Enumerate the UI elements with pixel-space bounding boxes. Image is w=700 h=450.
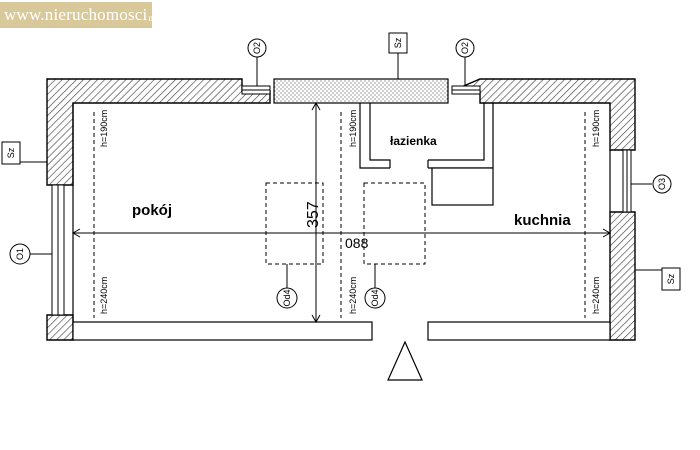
ceiling-height-lines bbox=[93, 112, 586, 318]
svg-text:O2: O2 bbox=[252, 42, 262, 54]
height-label-240-left: h=240cm bbox=[99, 277, 109, 314]
svg-text:Sz: Sz bbox=[666, 273, 676, 284]
bottom-walls bbox=[72, 321, 611, 341]
left-window bbox=[51, 184, 65, 316]
roof-windows bbox=[265, 182, 426, 265]
height-label-240-middle: h=240cm bbox=[348, 277, 358, 314]
interior-outline bbox=[72, 103, 611, 322]
svg-text:Od4: Od4 bbox=[282, 289, 292, 306]
tag-od4-right: Od4 bbox=[364, 287, 386, 309]
watermark-logo: www.nieruchomosci m2.eu bbox=[0, 2, 171, 28]
height-label-190-left: h=190cm bbox=[99, 110, 109, 147]
room-label-kitchen: kuchnia bbox=[514, 212, 571, 229]
bathroom-walls bbox=[359, 103, 494, 206]
tag-o1: O1 bbox=[9, 243, 31, 265]
dimension-depth-label: 357 bbox=[305, 201, 322, 228]
svg-text:Od4: Od4 bbox=[370, 289, 380, 306]
height-label-190-right: h=190cm bbox=[591, 110, 601, 147]
tag-sz-right: Sz bbox=[661, 267, 681, 291]
entrance-triangle bbox=[387, 340, 423, 381]
room-label-living: pokój bbox=[132, 202, 172, 219]
svg-text:Sz: Sz bbox=[6, 147, 16, 158]
tag-leaders bbox=[20, 53, 662, 288]
height-label-240-right: h=240cm bbox=[591, 277, 601, 314]
svg-text:O3: O3 bbox=[657, 178, 667, 190]
tag-o3: O3 bbox=[652, 174, 672, 194]
exterior-walls bbox=[46, 78, 636, 341]
kitchen-counter bbox=[431, 167, 494, 206]
chimney-block bbox=[273, 78, 449, 104]
dimension-lines bbox=[71, 101, 612, 324]
room-label-bathroom: łazienka bbox=[390, 134, 437, 148]
right-window bbox=[622, 149, 632, 213]
tag-od4-left: Od4 bbox=[276, 287, 298, 309]
watermark-suffix: m2.eu bbox=[148, 13, 171, 23]
svg-text:O1: O1 bbox=[15, 248, 25, 260]
svg-text:O2: O2 bbox=[460, 42, 470, 54]
tag-o2-left: O2 bbox=[247, 38, 267, 58]
height-label-190-middle: h=190cm bbox=[348, 110, 358, 147]
dimension-width-label: 088 bbox=[345, 235, 369, 251]
top-windows bbox=[241, 85, 481, 95]
watermark-text: www.nieruchomosci bbox=[4, 5, 148, 24]
tag-o2-right: O2 bbox=[455, 38, 475, 58]
tag-sz-top: Sz bbox=[388, 32, 408, 54]
svg-text:Sz: Sz bbox=[393, 37, 403, 48]
tag-sz-left: Sz bbox=[1, 141, 21, 165]
